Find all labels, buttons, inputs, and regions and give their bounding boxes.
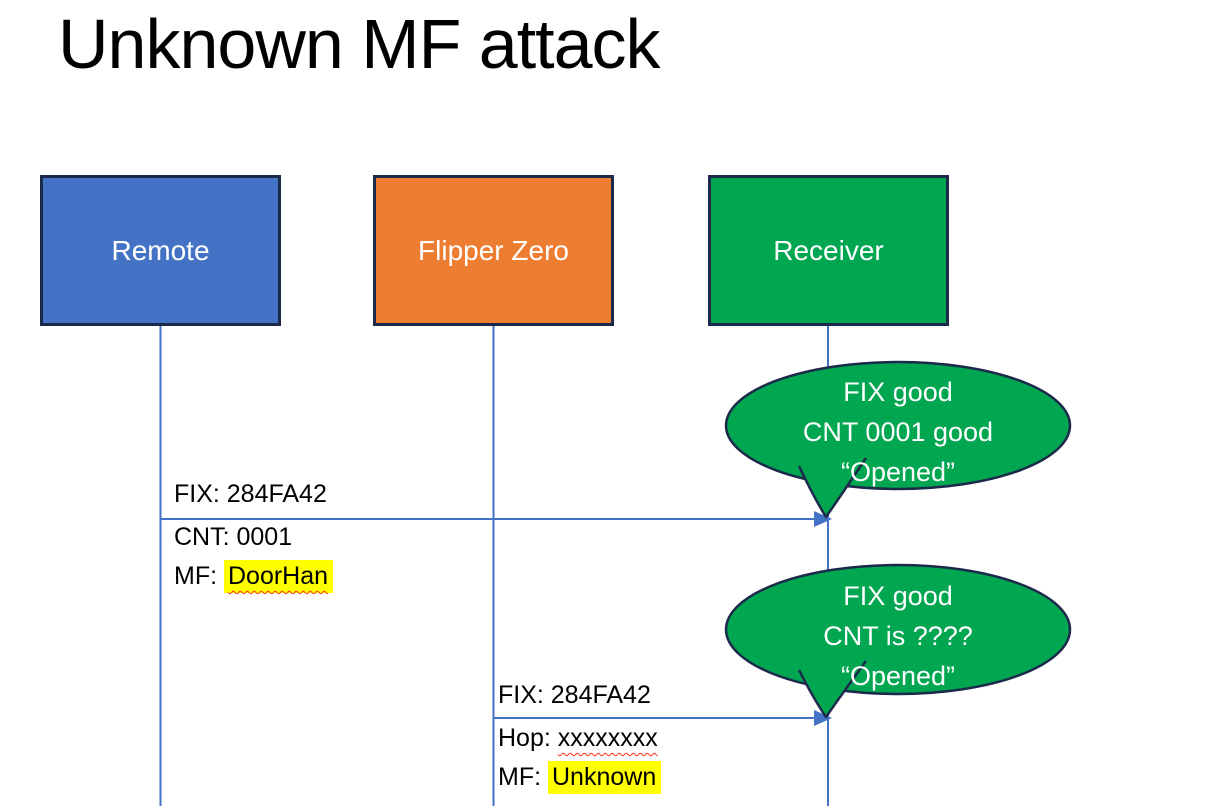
- message2-arrowhead-icon: [814, 710, 832, 726]
- message1-cnt-prefix: CNT:: [174, 523, 237, 551]
- callout-2-line2: CNT is ????: [823, 621, 973, 651]
- message1-fix-label: FIX: 284FA42: [174, 480, 327, 508]
- callout-2-line3: “Opened”: [840, 661, 956, 691]
- actor-label-remote: Remote: [111, 234, 210, 266]
- message2-mf-prefix: MF:: [498, 763, 548, 791]
- callout-2-text: FIX good CNT is ???? “Opened”: [730, 576, 1066, 696]
- callout-bubble-2: [724, 563, 1072, 696]
- message1-mf-label: MF: DoorHan: [174, 560, 334, 593]
- actor-box-receiver: Receiver: [708, 175, 949, 326]
- message1-cnt-value: 0001: [236, 523, 293, 551]
- message1-mf-prefix: MF:: [174, 562, 224, 590]
- callout-bubble-1: [724, 360, 1072, 491]
- message2-hop-value-squiggle: xxxxxxxx: [557, 724, 658, 752]
- actor-label-flipper-zero: Flipper Zero: [418, 234, 569, 266]
- callout-1-line2: CNT 0001 good: [802, 417, 994, 447]
- message2-hop-prefix: Hop:: [498, 724, 558, 752]
- callout-bubble-1-tail: [797, 457, 868, 519]
- callout-bubble-2-tail: [797, 660, 868, 719]
- callout-1-line1: FIX good: [843, 377, 953, 407]
- callout-2-line1: FIX good: [843, 581, 953, 611]
- message1-mf-value-highlighted: DoorHan: [224, 560, 334, 593]
- actor-box-remote: Remote: [40, 175, 281, 326]
- message2-mf-value-highlighted: Unknown: [548, 761, 662, 794]
- callout-1-line3: “Opened”: [840, 457, 956, 487]
- message2-hop-label: Hop: xxxxxxxx: [498, 723, 658, 753]
- message2-fix-label: FIX: 284FA42: [498, 681, 651, 709]
- page-title: Unknown MF attack: [58, 5, 661, 83]
- message2-mf-label: MF: Unknown: [498, 761, 662, 794]
- actor-label-receiver: Receiver: [773, 234, 884, 266]
- message1-arrowhead-icon: [814, 511, 832, 527]
- actor-box-flipper-zero: Flipper Zero: [373, 175, 614, 326]
- message1-cnt-label: CNT: 0001: [174, 522, 292, 552]
- callout-1-text: FIX good CNT 0001 good “Opened”: [730, 372, 1066, 492]
